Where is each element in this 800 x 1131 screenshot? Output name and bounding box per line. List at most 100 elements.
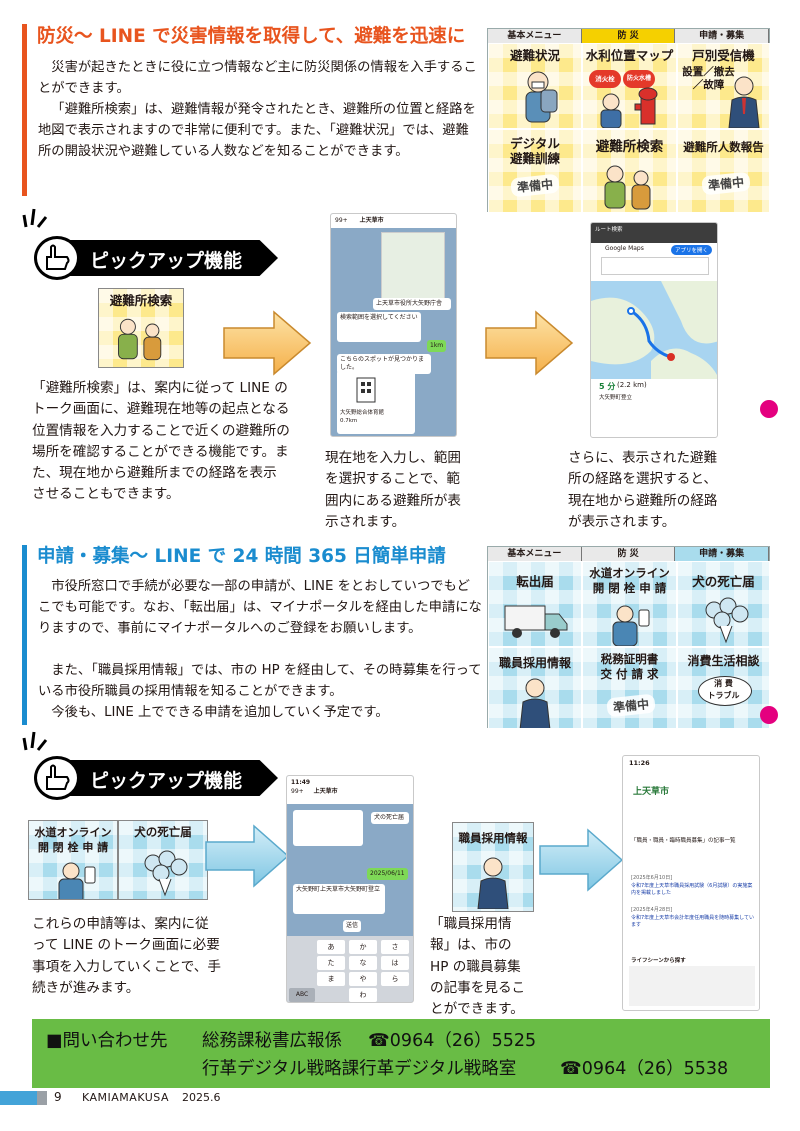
phone-hand-icon: [58, 862, 96, 899]
key[interactable]: な: [349, 956, 377, 970]
tab-basic-menu[interactable]: 基本メニュー: [488, 547, 582, 561]
businessman-icon: [728, 76, 760, 128]
shelter-distance: 0.7km: [340, 418, 358, 424]
menu-cell-tenshutsu[interactable]: 転出届: [488, 561, 582, 647]
key[interactable]: ABC: [289, 988, 315, 1002]
menu-cell-digital-kunren[interactable]: デジタル 避難訓練 準備中: [488, 129, 582, 213]
menu-cell-zeimu-shomei[interactable]: 税務証明書 交 付 請 求 準備中: [582, 647, 677, 729]
section1-title: 防災～ LINE で災害情報を取得して、避難を迅速に: [37, 26, 466, 47]
menu-cell-hinanjo-ninzu[interactable]: 避難所人数報告 準備中: [677, 129, 770, 213]
google-maps-label: Google Maps: [605, 245, 644, 252]
key[interactable]: あ: [317, 940, 345, 954]
footer-accent: [0, 1091, 47, 1105]
building-icon: [356, 377, 376, 403]
shelter-name: 大矢野総合体育館: [340, 410, 385, 416]
key[interactable]: さ: [381, 940, 409, 954]
shinsei-menu-grid: 基本メニュー 防 災 申請・募集 転出届 水道オンライン 開 閉 栓 申 請 犬…: [487, 546, 770, 729]
contact-box: ■問い合わせ先 総務課秘書広報係 ☎0964（26）5525 行革デジタル戦略課…: [32, 1019, 770, 1088]
menu-tabs: 基本メニュー 防 災 申請・募集: [488, 29, 770, 43]
key[interactable]: や: [349, 972, 377, 986]
tab-shinsei[interactable]: 申請・募集: [675, 29, 770, 43]
route-distance: (2.2 km): [617, 381, 647, 389]
key[interactable]: わ: [349, 988, 377, 1002]
life-scene-label: ライフシーンから探す: [631, 958, 686, 964]
menu-cell-hinanjo-kensaku[interactable]: 避難所検索: [582, 129, 677, 213]
pickup-label: ピックアップ機能: [90, 770, 243, 792]
menu-cell-suido-online[interactable]: 水道オンライン 開 閉 栓 申 請: [582, 561, 677, 647]
phone-screenshot-route-map: ルート検索 Google Maps アプリを開く 5 分 (2.2 km) 大矢…: [590, 222, 718, 438]
article-date-2: [2025年4月28日]: [631, 907, 673, 913]
bousai-menu-grid: 基本メニュー 防 災 申請・募集 避難状況 水利位置マップ 消火栓 防火水槽 戸…: [487, 28, 770, 213]
junbichu-badge: 準備中: [701, 171, 751, 196]
section1-desc-left: 「避難所検索」は、案内に従って LINE のトーク画面に、避難現在地等の起点とな…: [32, 380, 290, 503]
route-header: ルート検索: [591, 223, 717, 243]
phone-screenshot-line-shelter: 99+ 上天草市 上天草市役所大矢野庁舎 検索範囲を選択してください 1km こ…: [330, 213, 457, 437]
arrow-right-3: [205, 824, 290, 888]
magazine-name: KAMIAMAKUSA: [82, 1091, 170, 1104]
chat-msg: 犬の死亡届: [371, 812, 409, 824]
contact-dept1: 総務課秘書広報係: [202, 1031, 342, 1051]
businessman-icon: [519, 678, 551, 728]
chat-back-count[interactable]: 99+: [335, 217, 348, 224]
section2-desc-left: これらの申請等は、案内に従って LINE のトーク画面に必要事項を入力していくこ…: [32, 916, 221, 996]
section2-desc-mid: 「職員採用情報」は、市の HP の職員募集の記事を見ることができます。: [430, 916, 526, 1018]
menu-cell-hinan-jokyo[interactable]: 避難状況: [488, 43, 582, 129]
life-scene-grid: [629, 966, 755, 1006]
feature-thumb-hinanjo-kensaku: 避難所検索: [98, 288, 184, 368]
key[interactable]: ま: [317, 972, 345, 986]
status-time: 11:49: [291, 779, 311, 786]
send-button[interactable]: 送信: [343, 920, 362, 932]
chat-msg: 検索範囲を選択してください: [337, 312, 421, 342]
key[interactable]: は: [381, 956, 409, 970]
flower-bouquet-icon: [705, 597, 749, 644]
menu-cell-inu-shibou[interactable]: 犬の死亡届: [677, 561, 770, 647]
phone-hand-icon: [612, 605, 650, 646]
magenta-dot: [760, 706, 778, 724]
menu-cell-shohi-seikatsu[interactable]: 消費生活相談 消 費 トラブル: [677, 647, 770, 729]
feature-thumb-shokuin: 職員採用情報: [452, 822, 534, 912]
menu-cell-kobetsu-jushinki[interactable]: 戸別受信機 設置／撤去 ／故障: [677, 43, 770, 129]
section2-accent-bar: [22, 545, 27, 725]
contact-tel2[interactable]: ☎0964（26）5538: [560, 1059, 729, 1079]
chat-back-count[interactable]: 99+: [291, 788, 304, 795]
key[interactable]: ら: [381, 972, 409, 986]
section2-para3: 今後も、LINE 上でできる申請を追加していく予定です。: [51, 705, 389, 720]
flower-bouquet-icon: [144, 850, 188, 897]
businessman-icon: [477, 857, 509, 909]
range-1km-button[interactable]: 1km: [427, 340, 447, 352]
issue-date: 2025.6: [182, 1091, 221, 1104]
pickup-label: ピックアップ機能: [90, 250, 243, 272]
arrow-right-1: [223, 310, 312, 376]
chat-msg: こちらのスポットが見つかりました。: [337, 354, 431, 374]
site-logo: 上天草市: [633, 787, 670, 797]
section2-title: 申請・募集～ LINE で 24 時間 365 日簡単申請: [37, 546, 446, 567]
date-button[interactable]: 2025/06/11: [367, 868, 408, 880]
key[interactable]: た: [317, 956, 345, 970]
route-via: 大矢野町登立: [599, 395, 633, 401]
pickup-banner-1: ピックアップ機能: [18, 236, 288, 280]
tab-bousai[interactable]: 防 災: [581, 29, 676, 43]
chat-msg: 大矢野町上天草市大矢野町登立: [293, 884, 385, 914]
tab-basic-menu[interactable]: 基本メニュー: [488, 29, 582, 43]
menu-cell-shokuin-saiyo[interactable]: 職員採用情報: [488, 647, 582, 729]
menu-tabs: 基本メニュー 防 災 申請・募集: [488, 547, 770, 561]
menu-cell-suiri-map[interactable]: 水利位置マップ 消火栓 防火水槽: [582, 43, 677, 129]
key[interactable]: か: [349, 940, 377, 954]
chat-title: 上天草市: [359, 217, 384, 224]
feature-thumb-inu: 犬の死亡届: [118, 820, 208, 900]
open-app-button[interactable]: アプリを開く: [671, 245, 713, 255]
arrow-right-4: [539, 828, 624, 892]
arrow-right-2: [485, 310, 574, 376]
speech-bubble: [698, 676, 752, 706]
evacuees-icon: [118, 318, 162, 361]
route-inputs[interactable]: [601, 257, 709, 275]
tab-shinsei[interactable]: 申請・募集: [675, 547, 770, 561]
section2-para2: また、「職員採用情報」では、市の HP を経由して、その時募集を行っている市役所…: [38, 663, 482, 699]
pointing-hand-icon: [34, 236, 80, 280]
article-link-2[interactable]: 令和7年度上天草市会計年度任用職員を随時募集しています: [631, 915, 755, 928]
contact-tel1[interactable]: ☎0964（26）5525: [368, 1031, 537, 1051]
section1-para2: 「避難所検索」は、避難情報が発令されたとき、避難所の位置と経路を地図で表示されま…: [38, 102, 476, 159]
worker-icon: [600, 93, 622, 128]
tab-bousai[interactable]: 防 災: [582, 547, 676, 561]
article-link-1[interactable]: 令和7年度上天草市職員採用試験（6月試験）の実施案内を掲載しました: [631, 883, 753, 896]
